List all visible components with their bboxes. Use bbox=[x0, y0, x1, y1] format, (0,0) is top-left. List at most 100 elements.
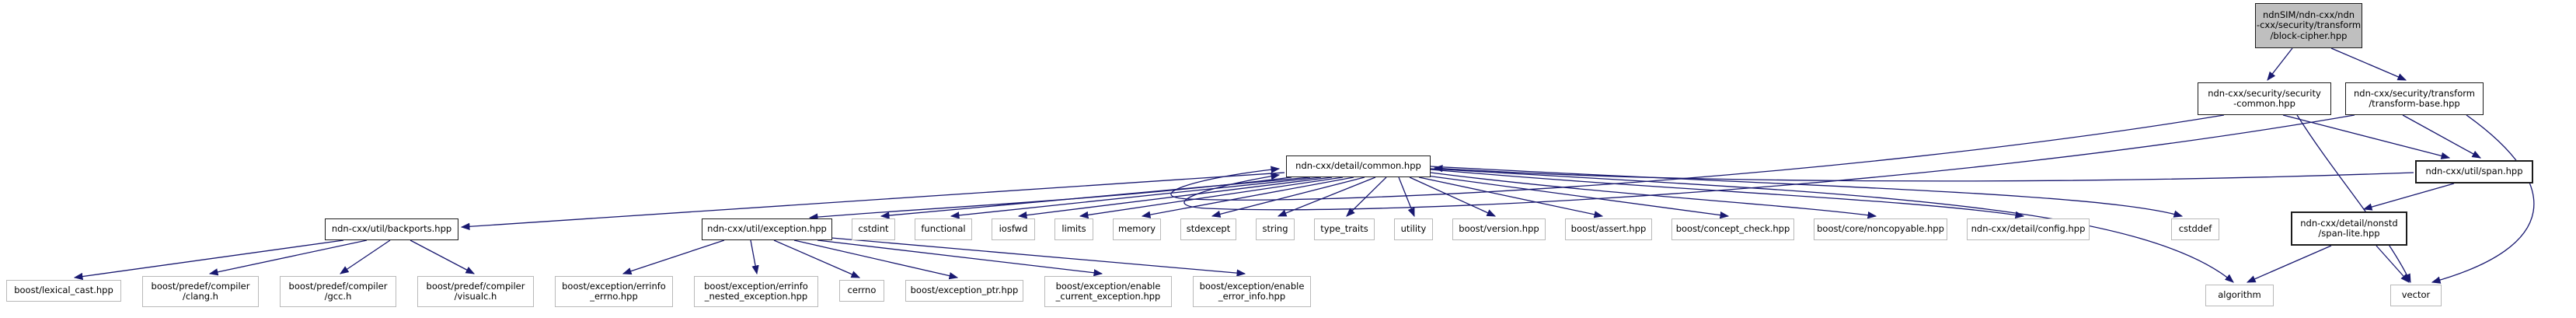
node-label-errinfonested: boost/exception/errinfo _nested_exceptio… bbox=[704, 280, 808, 302]
node-label-lexicalcast: boost/lexical_cast.hpp bbox=[14, 285, 113, 296]
include-edge-common-to-cstddef bbox=[1430, 166, 2184, 218]
node-label-cstddef: cstddef bbox=[2178, 223, 2212, 235]
node-label-common: ndn-cxx/detail/common.hpp bbox=[1295, 160, 1421, 172]
node-label-boostnoncopy: boost/core/noncopyable.hpp bbox=[1817, 223, 1944, 235]
graph-node-boostconcept: boost/concept_check.hpp bbox=[1671, 218, 1794, 240]
node-label-enablecurrent: boost/exception/enable _current_exceptio… bbox=[1055, 280, 1161, 302]
node-label-iosfwd: iosfwd bbox=[999, 223, 1028, 235]
include-edge-spanlite-to-vector bbox=[2376, 245, 2410, 283]
include-edge-span-to-spanlite bbox=[2362, 183, 2455, 211]
node-label-limits: limits bbox=[1061, 223, 1086, 235]
graph-node-spanlite[interactable]: ndn-cxx/detail/nonstd /span-lite.hpp bbox=[2291, 211, 2407, 246]
node-label-stdexcept: stdexcept bbox=[1186, 223, 1231, 235]
node-label-backports: ndn-cxx/util/backports.hpp bbox=[331, 223, 452, 235]
graph-node-exception[interactable]: ndn-cxx/util/exception.hpp bbox=[702, 218, 832, 240]
node-label-blockcipher: ndnSIM/ndn-cxx/ndn -cxx/security/transfo… bbox=[2256, 9, 2362, 41]
graph-node-errinfonested: boost/exception/errinfo _nested_exceptio… bbox=[694, 276, 818, 307]
include-edge-backports-to-clang bbox=[208, 239, 368, 276]
graph-node-visualc: boost/predef/compiler /visualc.h bbox=[417, 276, 534, 307]
graph-node-exceptionptr: boost/exception_ptr.hpp bbox=[905, 280, 1023, 302]
node-label-functional: functional bbox=[921, 223, 966, 235]
include-edge-seccommon-to-span bbox=[2282, 114, 2451, 159]
include-edge-span-to-common bbox=[1433, 165, 2414, 182]
graph-node-enablecurrent: boost/exception/enable _current_exceptio… bbox=[1044, 276, 1172, 307]
node-label-utility: utility bbox=[1400, 223, 1427, 235]
graph-node-boostassert: boost/assert.hpp bbox=[1565, 218, 1652, 240]
include-edge-common-to-limits bbox=[1079, 176, 1344, 219]
graph-node-boostnoncopy: boost/core/noncopyable.hpp bbox=[1814, 218, 1947, 240]
include-edge-common-to-typetraits bbox=[1346, 176, 1387, 217]
include-edge-transformbase-to-span bbox=[2402, 114, 2482, 159]
include-edge-common-to-exception bbox=[808, 176, 1292, 221]
node-label-boostversion: boost/version.hpp bbox=[1459, 223, 1539, 235]
include-edge-common-to-string bbox=[1277, 176, 1376, 217]
graph-node-gcc: boost/predef/compiler /gcc.h bbox=[280, 276, 396, 307]
node-label-boostassert: boost/assert.hpp bbox=[1570, 223, 1647, 235]
include-edge-exception-to-errinfoerrno bbox=[622, 239, 725, 275]
node-label-seccommon: ndn-cxx/security/security -common.hpp bbox=[2208, 87, 2321, 109]
include-edge-transformbase-to-common bbox=[1183, 114, 2355, 211]
include-edge-common-to-boostconcept bbox=[1426, 175, 1730, 219]
node-label-spanlite: ndn-cxx/detail/nonstd /span-lite.hpp bbox=[2300, 217, 2398, 239]
node-label-memory: memory bbox=[1117, 223, 1156, 235]
graph-node-blockcipher[interactable]: ndnSIM/ndn-cxx/ndn -cxx/security/transfo… bbox=[2255, 3, 2362, 48]
graph-node-seccommon[interactable]: ndn-cxx/security/security -common.hpp bbox=[2198, 82, 2331, 115]
include-edge-spanlite-to-algorithm bbox=[2246, 245, 2332, 283]
include-edge-common-to-algorithm bbox=[1430, 168, 2234, 283]
graph-node-cerrno: cerrno bbox=[839, 280, 884, 302]
graph-node-vector: vector bbox=[2390, 285, 2442, 306]
graph-node-span[interactable]: ndn-cxx/util/span.hpp bbox=[2415, 160, 2533, 183]
node-label-errinfoerrno: boost/exception/errinfo _errno.hpp bbox=[562, 280, 666, 302]
include-edge-backports-to-visualc bbox=[410, 239, 476, 274]
node-label-boostconcept: boost/concept_check.hpp bbox=[1675, 223, 1790, 235]
graph-node-clang: boost/predef/compiler /clang.h bbox=[142, 276, 259, 307]
include-edge-exception-to-cerrno bbox=[773, 239, 861, 278]
graph-node-algorithm: algorithm bbox=[2205, 285, 2274, 306]
include-edge-common-to-memory bbox=[1141, 176, 1354, 218]
include-edge-common-to-stdexcept bbox=[1211, 176, 1365, 218]
graph-node-functional: functional bbox=[915, 218, 972, 240]
graph-node-boostversion: boost/version.hpp bbox=[1452, 218, 1546, 240]
include-edge-seccommon-to-vector bbox=[2296, 114, 2411, 284]
node-label-vector: vector bbox=[2401, 289, 2431, 301]
include-edge-exception-to-errinfonested bbox=[750, 239, 759, 275]
include-edge-transformbase-to-vector bbox=[2431, 114, 2535, 284]
node-label-exception: ndn-cxx/util/exception.hpp bbox=[707, 223, 827, 235]
graph-node-typetraits: type_traits bbox=[1314, 218, 1375, 240]
include-edge-common-to-boostassert bbox=[1418, 176, 1604, 218]
graph-node-lexicalcast: boost/lexical_cast.hpp bbox=[6, 280, 121, 302]
include-edge-seccommon-to-common bbox=[1170, 114, 2225, 201]
include-edge-backports-to-gcc bbox=[340, 239, 391, 274]
graph-node-backports[interactable]: ndn-cxx/util/backports.hpp bbox=[325, 218, 458, 240]
graph-node-config: ndn-cxx/detail/config.hpp bbox=[1967, 218, 2090, 240]
include-edge-common-to-cstdint bbox=[880, 176, 1311, 219]
node-label-cerrno: cerrno bbox=[847, 285, 877, 296]
node-label-span: ndn-cxx/util/span.hpp bbox=[2425, 166, 2523, 177]
node-label-gcc: boost/predef/compiler /gcc.h bbox=[288, 280, 388, 302]
graph-node-string: string bbox=[1256, 218, 1295, 240]
node-label-exceptionptr: boost/exception_ptr.hpp bbox=[910, 285, 1019, 296]
include-edge-common-to-utility bbox=[1398, 176, 1415, 218]
include-edge-common-to-backports bbox=[460, 172, 1285, 230]
include-edge-exception-to-enableerror bbox=[831, 237, 1246, 277]
include-edge-common-to-iosfwd bbox=[1017, 176, 1333, 219]
graph-node-iosfwd: iosfwd bbox=[992, 218, 1035, 240]
include-edge-blockcipher-to-transformbase bbox=[2330, 47, 2407, 81]
graph-node-utility: utility bbox=[1394, 218, 1433, 240]
graph-node-stdexcept: stdexcept bbox=[1180, 218, 1236, 240]
graph-node-memory: memory bbox=[1113, 218, 1161, 240]
graph-node-errinfoerrno: boost/exception/errinfo _errno.hpp bbox=[555, 276, 673, 307]
include-edge-common-to-boostversion bbox=[1409, 176, 1497, 217]
graph-node-common[interactable]: ndn-cxx/detail/common.hpp bbox=[1286, 156, 1431, 177]
node-label-visualc: boost/predef/compiler /visualc.h bbox=[426, 280, 525, 302]
include-edge-backports-to-lexicalcast bbox=[73, 239, 344, 281]
include-edge-blockcipher-to-seccommon bbox=[2267, 47, 2293, 81]
graph-node-cstdint: cstdint bbox=[852, 218, 895, 240]
node-label-algorithm: algorithm bbox=[2218, 289, 2261, 301]
graph-node-transformbase[interactable]: ndn-cxx/security/transform /transform-ba… bbox=[2345, 82, 2484, 115]
node-label-config: ndn-cxx/detail/config.hpp bbox=[1971, 223, 2086, 235]
graph-node-limits: limits bbox=[1054, 218, 1093, 240]
include-edge-common-to-boostnoncopy bbox=[1430, 172, 1877, 219]
node-label-enableerror: boost/exception/enable _error_info.hpp bbox=[1199, 280, 1305, 302]
